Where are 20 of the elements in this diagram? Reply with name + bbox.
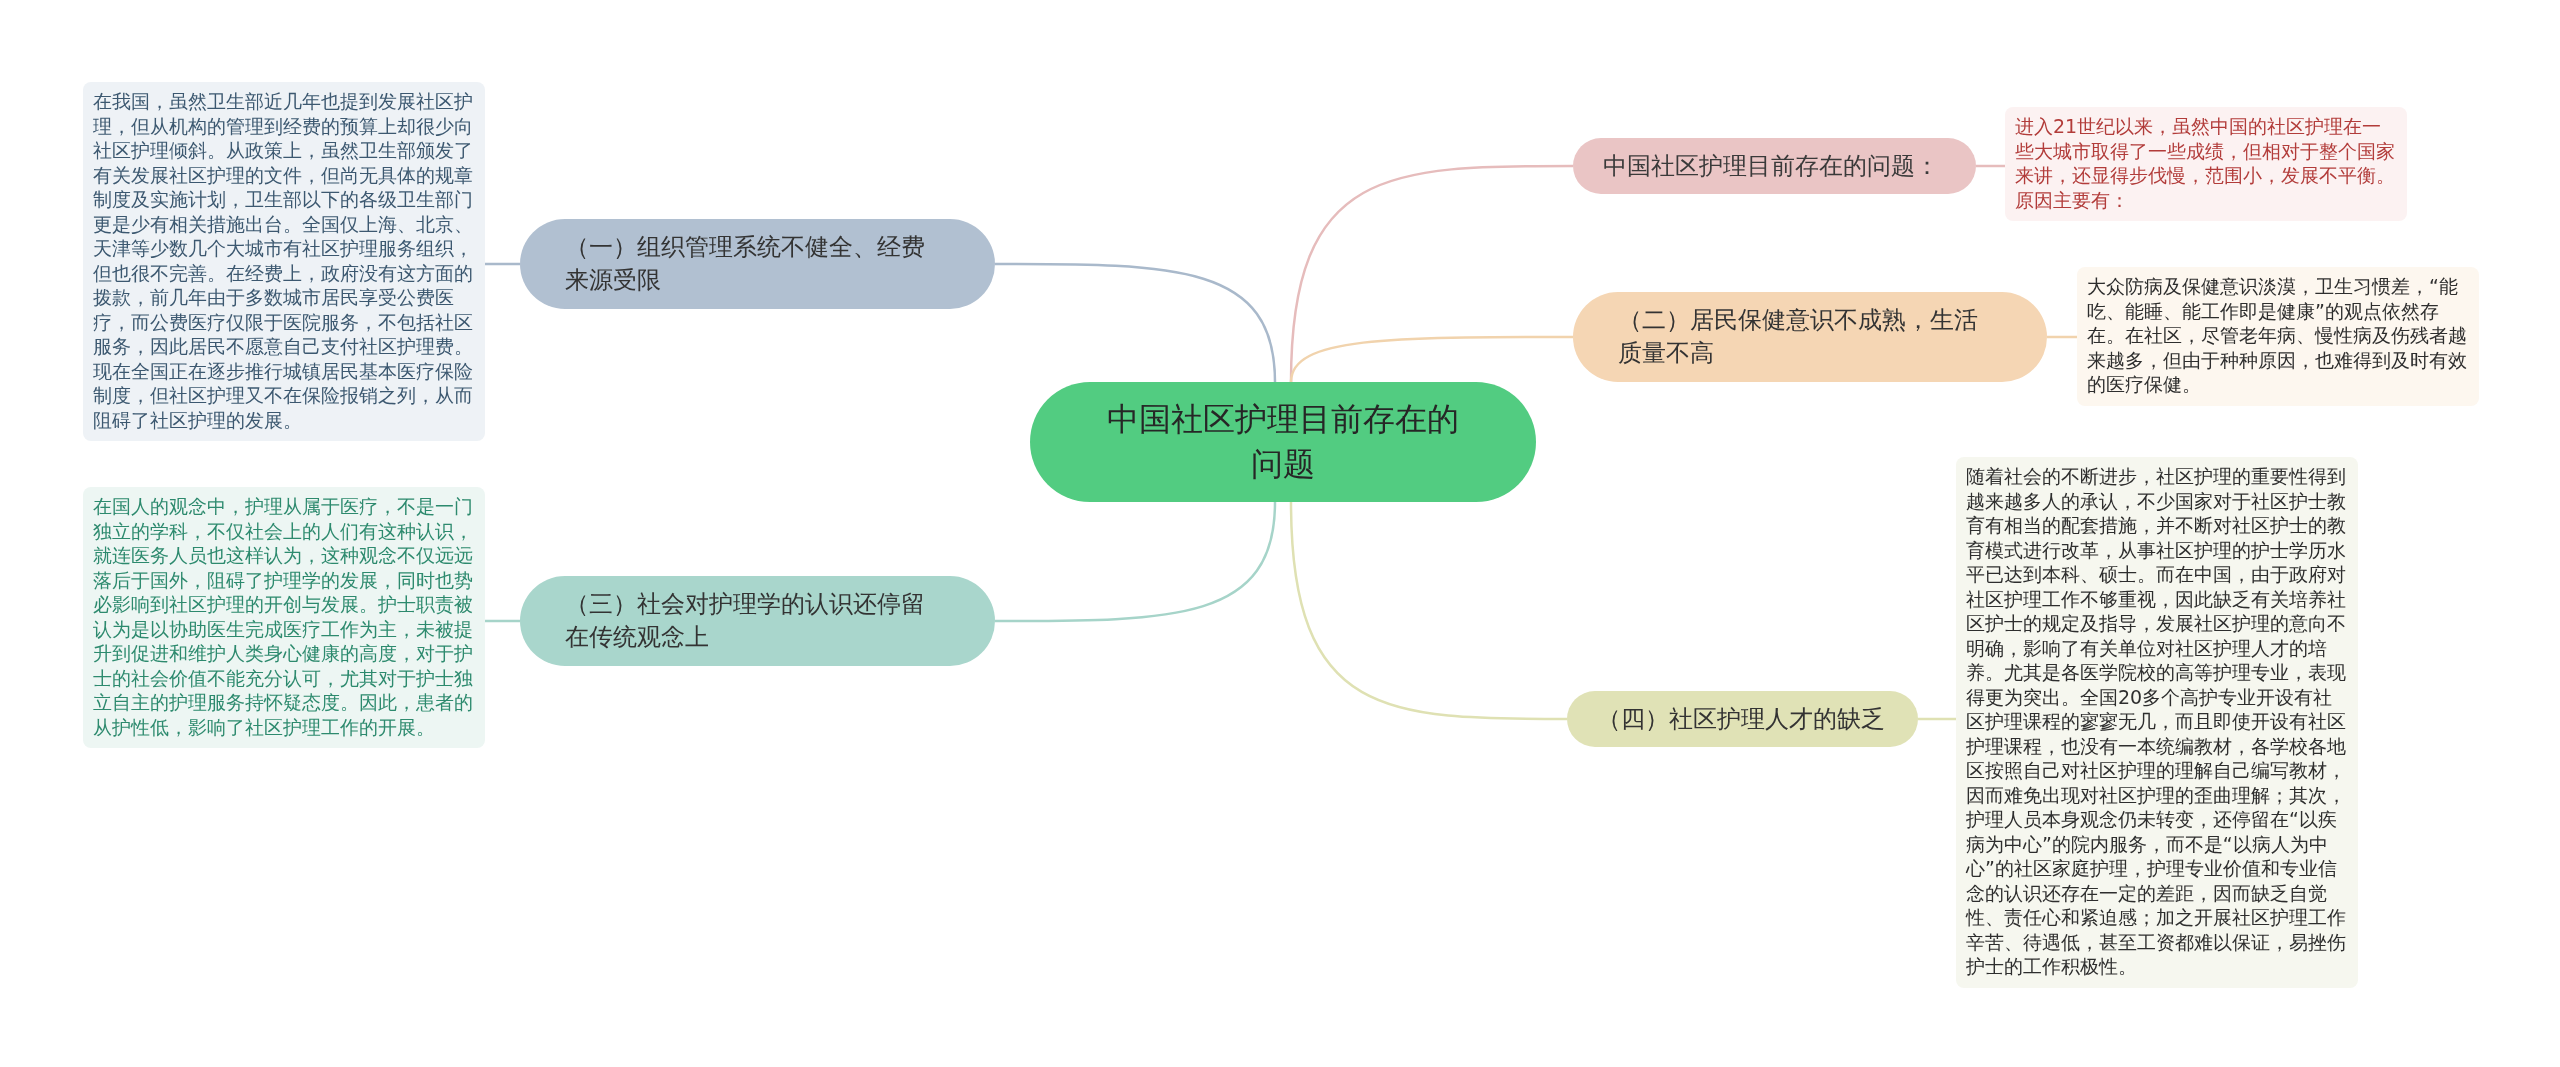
branch-topic: 中国社区护理目前存在的问题： — [1573, 138, 1976, 194]
connector-line — [2047, 335, 2077, 339]
note-card: 随着社会的不断进步，社区护理的重要性得到越来越多人的承认，不少国家对于社区护士教育有相当的配套措施，并不断对社区护士的教育模式进行改革，从事社区护理的护士学历水平已达到本科、硕士。而在中国，由于政府对社区护理工作不够重视，因此缺乏有关培养社区护士的规定及指导，发展社区护理的意向不明确，影响了有关单位对社区护理人才的培养。尤其是各医学院校的高等护理专业，表现得更为突出。全国20多个高护专业开设有社区护理课程的寥寥无几，而且即使开设有社区护理课程，也没有一本统编教材，各学校各地区按照自己对社区护理的理解自己编写教材，因而难免出现对社区护理的歪曲理解；其次，护理人员本身观念仍未转变，还停留在“以疾病为中心”的院内服务，而不是“以病人为中心”的社区家庭护理，护理专业价值和专业信念的认识还存在一定的差距，因而缺乏自觉性、责任心和紧迫感；加之开展社区护理工作辛苦、待遇低，甚至工资都难以保证，易挫伤护士的工作积极性。 — [1956, 457, 2358, 988]
connector-line — [1289, 335, 1573, 383]
connector-line — [995, 501, 1277, 623]
branch-topic: （四）社区护理人才的缺乏 — [1567, 691, 1918, 747]
connector-line — [1918, 717, 1956, 721]
connector-line — [1976, 164, 2005, 168]
connector-line — [485, 262, 520, 266]
branch-topic: （二）居民保健意识不成熟，生活质量不高 — [1573, 292, 2047, 382]
note-card: 在国人的观念中，护理从属于医疗，不是一门独立的学科，不仅社会上的人们有这种认识，就连医务人员也这样认为，这种观念不仅远远落后于国外，阻碍了护理学的发展，同时也势必影响到社区护理的开创与发展。护士职责被认为是以协助医生完成医疗工作为主，未被提升到促进和维护人类身心健康的高度，对于护士的社会价值不能充分认可，尤其对于护士独立自主的护理服务持怀疑态度。因此，患者的从护性低，影响了社区护理工作的开展。 — [83, 487, 485, 748]
branch-topic: （三）社会对护理学的认识还停留在传统观念上 — [520, 576, 995, 666]
note-card: 在我国，虽然卫生部近几年也提到发展社区护理，但从机构的管理到经费的预算上却很少向社区护理倾斜。从政策上，虽然卫生部颁发了有关发展社区护理的文件，但尚无具体的规章制度及实施计划，卫生部以下的各级卫生部门更是少有相关措施出台。全国仅上海、北京、天津等少数几个大城市有社区护理服务组织，但也很不完善。在经费上，政府没有这方面的拨款，前几年由于多数城市居民享受公费医疗，而公费医疗仅限于医院服务，不包括社区服务，因此居民不愿意自己支付社区护理费。现在全国正在逐步推行城镇居民基本医疗保险制度，但社区护理又不在保险报销之列，从而阻碍了社区护理的发展。 — [83, 82, 485, 441]
branch-topic: （一）组织管理系统不健全、经费来源受限 — [520, 219, 995, 309]
note-card: 进入21世纪以来，虽然中国的社区护理在一些大城市取得了一些成绩，但相对于整个国家来讲，还显得步伐慢，范围小，发展不平衡。原因主要有： — [2005, 107, 2407, 221]
connector-line — [995, 262, 1277, 383]
note-card: 大众防病及保健意识淡漠，卫生习惯差，“能吃、能睡、能工作即是健康”的观点依然存在。在社区，尽管老年病、慢性病及伤残者越来越多，但由于种种原因，也难得到及时有效的医疗保健。 — [2077, 267, 2479, 406]
central-topic: 中国社区护理目前存在的问题 — [1030, 382, 1536, 502]
connector-line — [1289, 501, 1567, 721]
connector-line — [485, 619, 520, 623]
